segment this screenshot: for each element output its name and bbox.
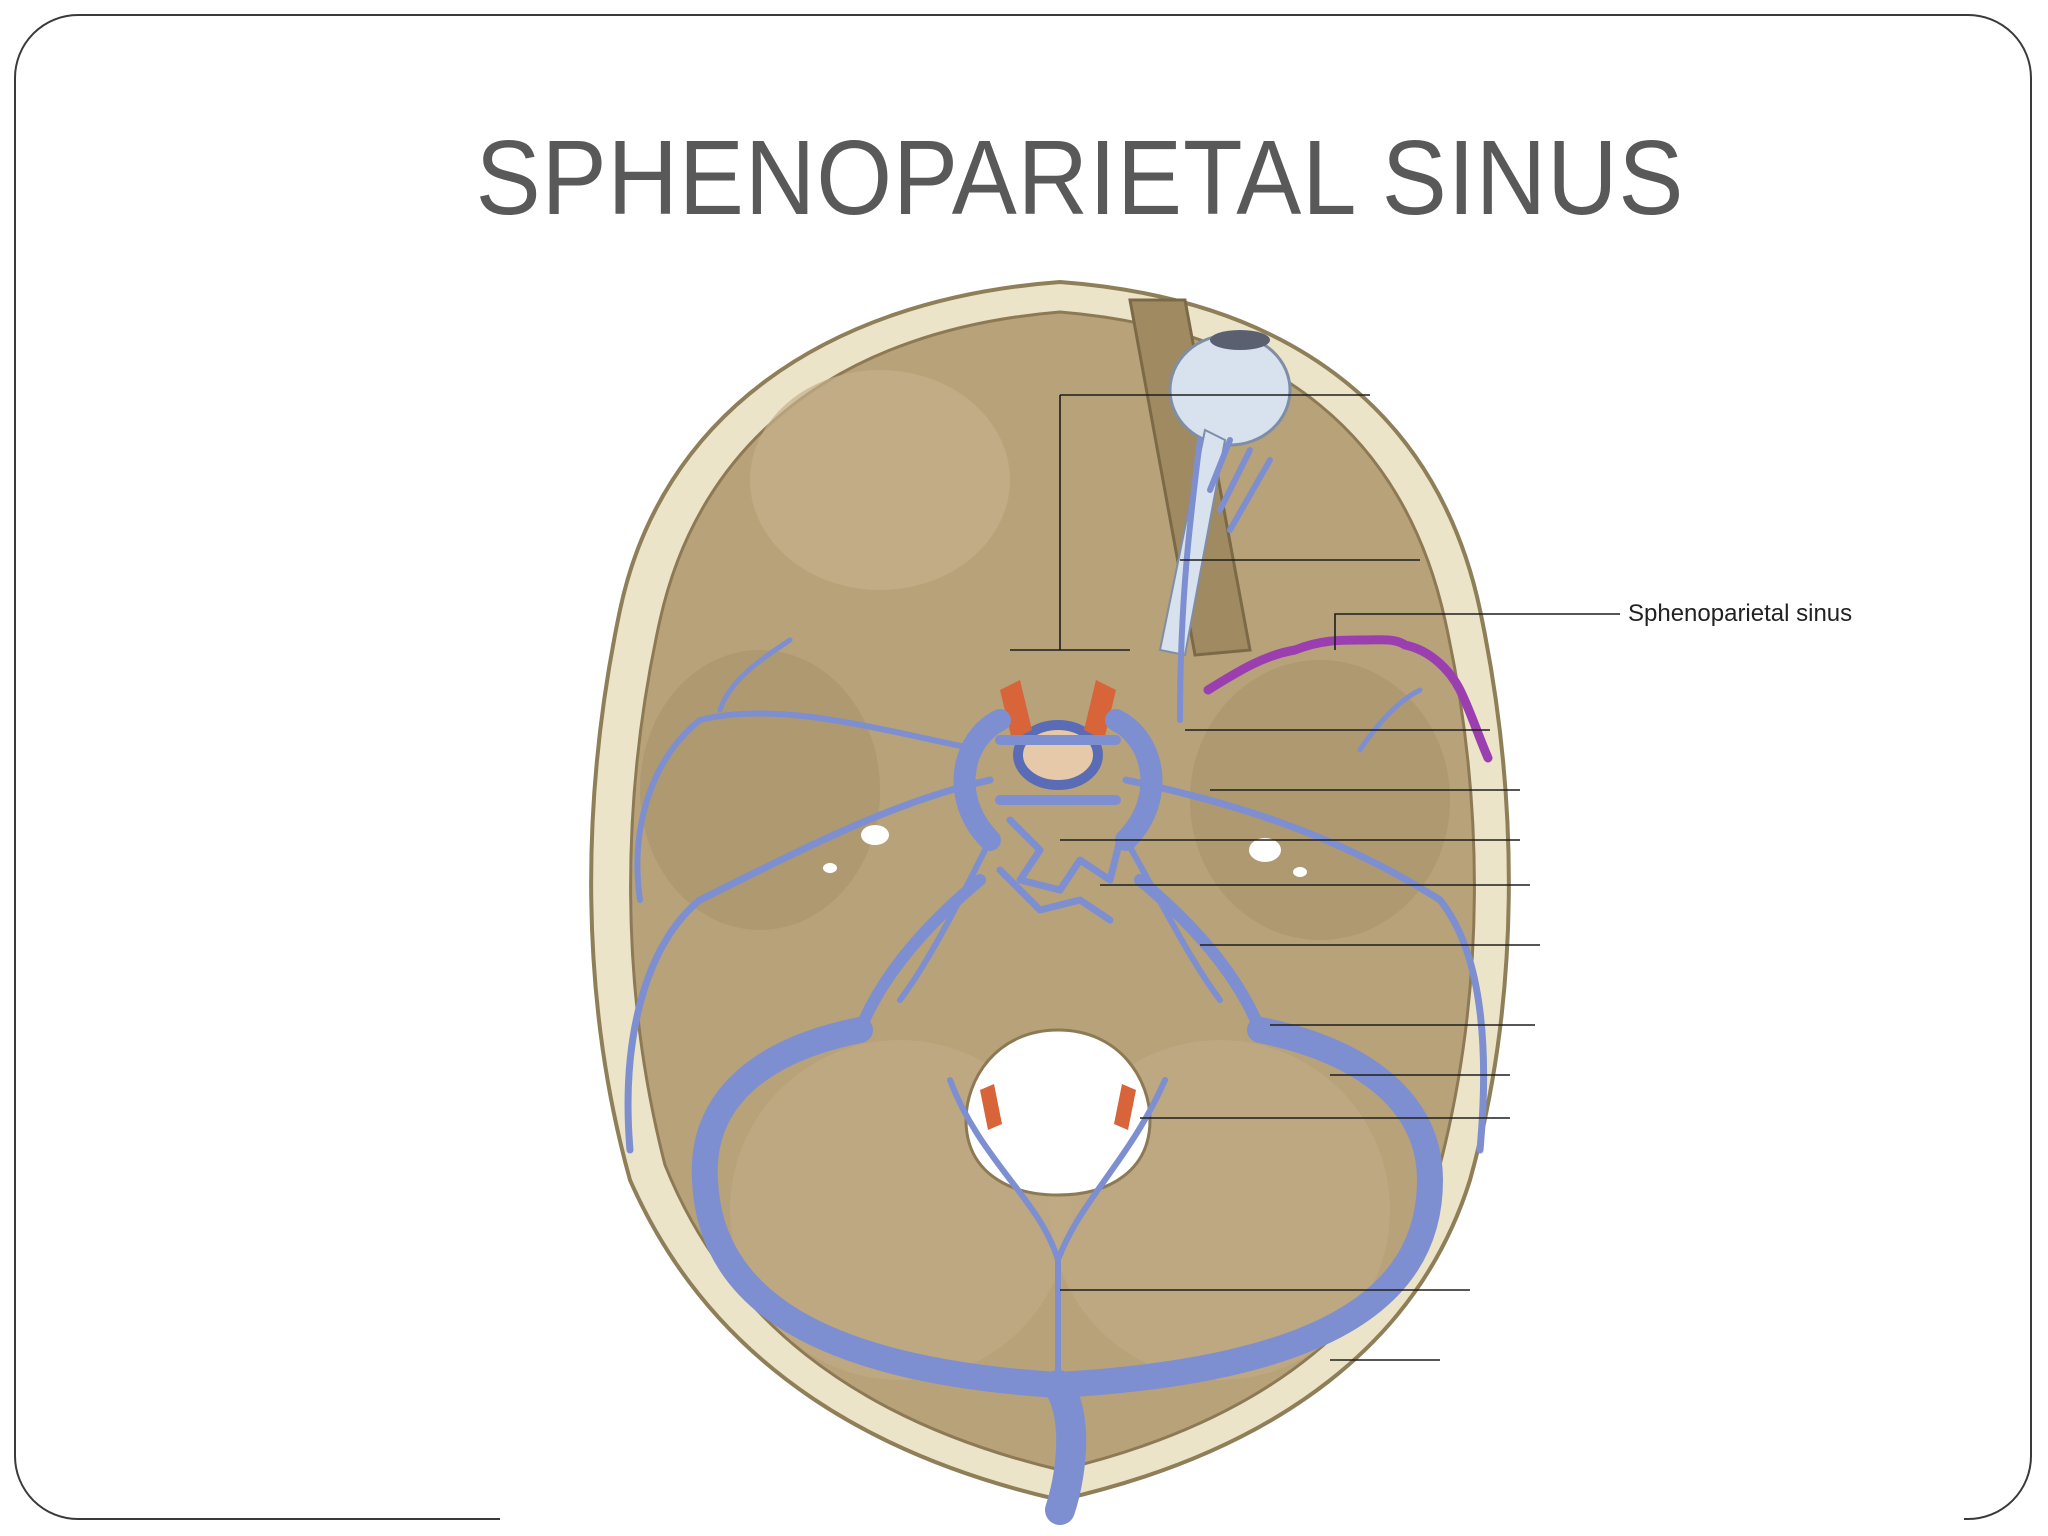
foramen-magnum	[964, 1028, 1152, 1197]
venous-sinuses	[624, 437, 1488, 1525]
orbit-cutaway	[1128, 298, 1252, 657]
slide-title: SPHENOPARIETAL SINUS	[475, 119, 1685, 237]
carotid-right	[1084, 680, 1116, 740]
occipital-sinus	[947, 1077, 1061, 1388]
transverse-sinus-left	[691, 1017, 1071, 1398]
basilar-plexus	[996, 816, 1124, 924]
superior-petrosal-right	[1122, 776, 1488, 1154]
carotid-left	[1000, 680, 1032, 740]
meningeal-right-branch	[1357, 687, 1423, 753]
inferior-petrosal-right	[1123, 837, 1223, 1003]
transverse-sinus-right	[1045, 1017, 1443, 1398]
anterior-fossa-shade	[750, 370, 1010, 590]
confluence-sinus	[1043, 1370, 1087, 1525]
frame-gap-right	[1950, 1505, 1964, 1535]
inferior-petrosal-left	[897, 837, 993, 1003]
vertebral-right	[1114, 1084, 1136, 1130]
eyeball-lens	[1210, 330, 1270, 350]
pituitary-region	[1013, 720, 1103, 790]
leader-sphenoparietal	[1334, 613, 1620, 650]
superior-petrosal-left	[624, 776, 994, 1154]
meningeal-left-branch	[717, 637, 793, 713]
foramen-right	[1249, 838, 1281, 862]
ophthalmic-veins	[1177, 437, 1273, 723]
eyeball	[1168, 333, 1292, 447]
foramen-left-small	[823, 863, 837, 873]
intercavernous	[995, 735, 1121, 805]
foramen-left	[861, 825, 889, 845]
foramen-right-small	[1293, 867, 1307, 877]
callout-label-sphenoparietal-sinus: Sphenoparietal sinus	[1628, 600, 1853, 627]
sphenoparietal-sinus-highlight	[1203, 635, 1493, 763]
middle-fossa-right-shade	[1190, 660, 1450, 940]
leader-lines	[1010, 394, 1620, 1361]
meningeal-left	[634, 710, 983, 903]
occipital-sinus-right	[1055, 1077, 1168, 1263]
vertebral-left	[980, 1084, 1002, 1130]
frame-gap-left	[500, 1505, 514, 1535]
cavernous-left	[953, 709, 1011, 851]
middle-fossa-left-shade	[640, 650, 880, 930]
cavernous-right	[1105, 709, 1163, 851]
